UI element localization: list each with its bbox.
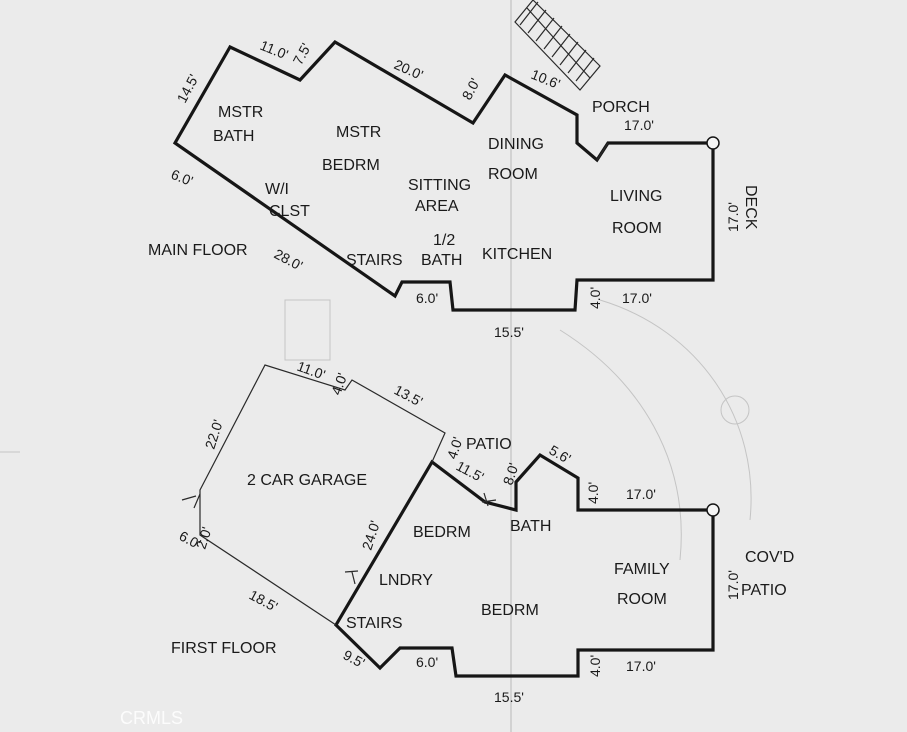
label-deck: DECK — [742, 185, 759, 230]
dim-first-17-side: 17.0' — [725, 570, 741, 600]
label-sitting-1: SITTING — [408, 177, 471, 194]
label-dining-2: ROOM — [488, 166, 538, 183]
watermark: CRMLS — [120, 708, 183, 728]
label-bath: BATH — [510, 518, 551, 535]
dim-main-8-0: 8.0' — [459, 75, 484, 102]
dim-first-4-0-bottom: 4.0' — [587, 655, 603, 677]
label-living-2: ROOM — [612, 220, 662, 237]
dim-main-bottom-17: 17.0' — [622, 290, 652, 306]
garage-door-mark — [181, 493, 201, 509]
dim-first-18-5: 18.5' — [247, 587, 281, 615]
label-bedrm-upper: BEDRM — [413, 524, 471, 541]
label-mstr-bedrm-2: BEDRM — [322, 157, 380, 174]
label-bedrm-lower: BEDRM — [481, 602, 539, 619]
dim-first-15-5: 15.5' — [494, 689, 524, 705]
dim-main-6-0-bottom: 6.0' — [416, 290, 438, 306]
dim-first-24-0: 24.0' — [359, 519, 383, 552]
label-mstr-bath-2: BATH — [213, 128, 254, 145]
dim-main-6-0-left: 6.0' — [169, 166, 196, 189]
label-living-1: LIVING — [610, 188, 662, 205]
label-wi-clst-1: W/I — [265, 181, 289, 198]
dim-first-4-0-top: 4.0' — [328, 371, 351, 397]
dim-first-4-0-patio: 4.0' — [444, 435, 466, 461]
dim-first-2-0: 2.0' — [193, 525, 215, 551]
label-family-2: ROOM — [617, 591, 667, 608]
dim-main-7-5: 7.5' — [290, 40, 315, 67]
deck-post-marker — [706, 136, 720, 150]
label-covd-patio-2: PATIO — [741, 582, 787, 599]
label-stairs-first: STAIRS — [346, 615, 403, 632]
dim-main-15-5: 15.5' — [494, 324, 524, 340]
porch-door-swing — [596, 142, 609, 161]
dim-main-28-0: 28.0' — [272, 246, 306, 274]
dim-first-6-0-bottom: 6.0' — [416, 654, 438, 670]
dim-first-17-top: 17.0' — [626, 486, 656, 502]
patio-post-marker — [706, 503, 720, 517]
label-wi-clst-2: CLST — [269, 203, 310, 220]
label-lndry: LNDRY — [379, 572, 433, 589]
background-site-plan — [0, 299, 752, 561]
label-porch: PORCH — [592, 99, 650, 116]
dim-main-porch-17: 17.0' — [624, 117, 654, 133]
dim-main-14-5: 14.5' — [174, 71, 202, 105]
main-floor-outline — [172, 39, 715, 312]
dim-main-4-0: 4.0' — [587, 287, 603, 309]
dim-main-10-6: 10.6' — [529, 66, 563, 92]
label-family-1: FAMILY — [614, 561, 670, 578]
label-covd-patio-1: COV'D — [745, 549, 794, 566]
label-half-bath-2: BATH — [421, 252, 462, 269]
dim-first-4-0-right: 4.0' — [585, 482, 601, 504]
dim-first-17-bottom: 17.0' — [626, 658, 656, 674]
label-mstr-bedrm-1: MSTR — [336, 124, 381, 141]
first-floor-title: FIRST FLOOR — [171, 640, 277, 657]
dim-main-11-0: 11.0' — [258, 37, 291, 63]
dim-main-deck-17: 17.0' — [725, 202, 741, 232]
bath-door-mark — [481, 492, 497, 507]
label-patio: PATIO — [466, 436, 512, 453]
label-half-bath-1: 1/2 — [433, 232, 455, 249]
paper-fold-line — [510, 0, 512, 732]
label-garage: 2 CAR GARAGE — [247, 472, 367, 489]
label-kitchen: KITCHEN — [482, 246, 552, 263]
main-floor-title: MAIN FLOOR — [148, 242, 248, 259]
label-dining-1: DINING — [488, 136, 544, 153]
garage-outline — [199, 364, 446, 626]
label-mstr-bath-1: MSTR — [218, 104, 263, 121]
label-stairs-main: STAIRS — [346, 252, 403, 269]
label-sitting-2: AREA — [415, 198, 459, 215]
exterior-stair-hatch — [514, 0, 601, 91]
dim-first-8-0: 8.0' — [500, 461, 522, 487]
laundry-door-mark — [344, 570, 359, 585]
